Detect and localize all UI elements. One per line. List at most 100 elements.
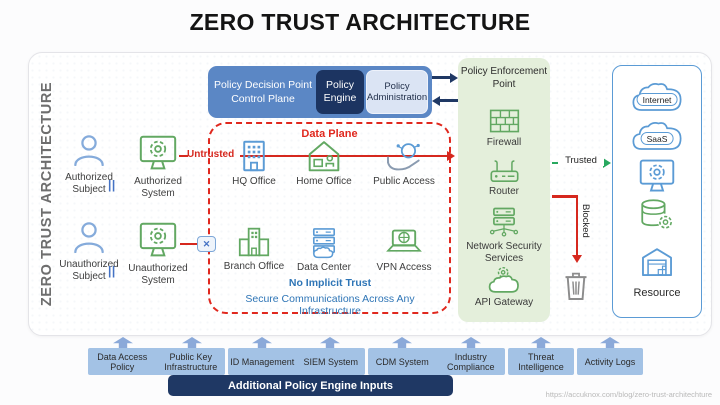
input-item: Threat Intelligence <box>518 351 564 372</box>
node-label: Branch Office <box>223 261 285 272</box>
data-plane-title: Data Plane <box>301 128 358 140</box>
pep-item-label: Firewall <box>486 137 522 148</box>
pep-api-gateway: API Gateway <box>458 266 550 309</box>
public-access-icon <box>387 143 420 171</box>
pep-to-control-arrow-line <box>440 99 458 102</box>
input-bar-group-5: Activity Logs <box>577 348 643 375</box>
input-bar-group-2: ID Management SIEM System <box>228 348 365 375</box>
input-item: CDM System <box>375 356 429 367</box>
node-vpn-access: VPN Access <box>369 228 439 273</box>
firewall-icon <box>489 109 519 133</box>
authorized-system: Authorized System <box>122 134 194 200</box>
pep-item-label: Router <box>488 186 519 197</box>
unauthorized-system: Unauthorized System <box>120 221 196 287</box>
input-bar-group-4: Threat Intelligence <box>508 348 574 375</box>
unauthorized-system-label: Unauthorized System <box>128 263 188 286</box>
policy-administration-box: Policy Administration <box>366 70 428 114</box>
source-url: https://accuknox.com/blog/zero-trust-arc… <box>545 390 712 399</box>
input-item: Activity Logs <box>584 356 636 367</box>
policy-engine-line2: Engine <box>323 92 357 104</box>
resource-label: Resource <box>633 287 681 299</box>
blocked-line-horizontal <box>552 195 578 198</box>
untrusted-label: Untrusted <box>187 149 235 160</box>
untrusted-arrow-line <box>240 155 448 157</box>
no-implicit-trust-note: No Implicit Trust <box>288 277 372 289</box>
control-to-pep-arrow-line <box>432 76 451 79</box>
access-denied-icon: ✕ <box>197 236 216 252</box>
vpn-access-icon <box>386 229 422 252</box>
control-plane-line2: Control Plane <box>231 93 295 105</box>
secure-communications-note: Secure Communications Across Any Infrast… <box>245 293 415 317</box>
hq-office-icon <box>243 140 265 172</box>
blocked-label: Blocked <box>580 204 591 238</box>
data-center-icon <box>312 228 336 259</box>
home-office-icon <box>308 141 340 172</box>
node-label: Home Office <box>296 176 352 187</box>
input-item: Public Key Infrastructure <box>164 351 218 372</box>
system-gear-icon <box>639 159 675 192</box>
data-plane-box <box>208 122 451 314</box>
authorized-system-label: Authorized System <box>134 176 182 199</box>
node-label: VPN Access <box>376 262 432 273</box>
policy-administration-line1: Policy <box>384 80 410 92</box>
policy-engine-line1: Policy <box>325 79 354 91</box>
input-item: Data Access Policy <box>97 351 148 372</box>
warehouse-icon <box>642 248 672 277</box>
node-hq-office: HQ Office <box>219 139 289 187</box>
input-bar-group-3: CDM System Industry Compliance <box>368 348 505 375</box>
input-item: SIEM System <box>303 356 358 367</box>
authorized-subject-label: Authorized Subject <box>65 172 113 195</box>
node-label: HQ Office <box>232 176 276 187</box>
untrusted-line-left <box>179 155 188 157</box>
policy-decision-point-label: Policy Decision Point Control Plane <box>212 70 314 114</box>
blocked-arrowhead-icon <box>572 255 582 263</box>
parallel-separator: || <box>108 264 116 278</box>
untrusted-arrowhead-icon <box>447 151 455 161</box>
person-icon <box>74 135 104 166</box>
authorized-subject: Authorized Subject <box>56 134 122 196</box>
unauthorized-subject: Unauthorized Subject <box>53 221 125 283</box>
database-gear-icon <box>641 199 673 230</box>
policy-administration-line2: Administration <box>366 92 428 103</box>
additional-policy-engine-inputs-bar: Additional Policy Engine Inputs <box>168 375 453 396</box>
router-icon <box>489 160 519 183</box>
resource-saas: SaaS <box>612 119 702 152</box>
node-public-access: Public Access <box>369 141 439 187</box>
unauthorized-subject-label: Unauthorized Subject <box>59 259 119 282</box>
pep-network-security-services: Network Security Services <box>458 206 550 264</box>
network-security-services-icon <box>489 207 519 237</box>
resource-internet: Internet <box>612 80 702 113</box>
blocked-line-vertical <box>575 195 578 255</box>
pep-item-label: Network Security Services <box>466 241 542 264</box>
system-gear-icon <box>139 222 177 257</box>
pep-to-control-arrowhead-icon <box>432 95 440 106</box>
trash-icon <box>565 272 587 300</box>
input-bar-group-1: Data Access Policy Public Key Infrastruc… <box>88 348 225 375</box>
system-gear-icon <box>139 135 177 170</box>
control-to-pep-arrowhead-icon <box>450 72 458 83</box>
page-title: ZERO TRUST ARCHITECTURE <box>189 9 531 35</box>
resource-system <box>612 158 702 194</box>
trusted-label: Trusted <box>558 155 604 166</box>
saas-label: SaaS <box>640 132 674 145</box>
node-home-office: Home Office <box>289 139 359 187</box>
api-gateway-icon <box>488 266 519 293</box>
pep-router: Router <box>458 158 550 198</box>
blocked-entry-line <box>180 243 198 245</box>
input-item: Industry Compliance <box>446 351 495 372</box>
pep-item-label: API Gateway <box>474 297 534 308</box>
person-icon <box>74 222 104 253</box>
parallel-separator: || <box>108 178 116 192</box>
resource-warehouse <box>612 246 702 277</box>
input-item: ID Management <box>230 356 295 367</box>
branch-office-icon <box>238 227 270 257</box>
policy-engine-box: Policy Engine <box>316 70 364 114</box>
trusted-arrowhead-icon <box>603 158 611 168</box>
node-branch-office: Branch Office <box>219 226 289 272</box>
internet-label: Internet <box>636 93 678 106</box>
trash-bin <box>562 269 590 301</box>
resource-database <box>612 198 702 232</box>
pep-firewall: Firewall <box>458 108 550 149</box>
node-label: Public Access <box>373 176 435 187</box>
node-data-center: Data Center <box>289 226 359 273</box>
